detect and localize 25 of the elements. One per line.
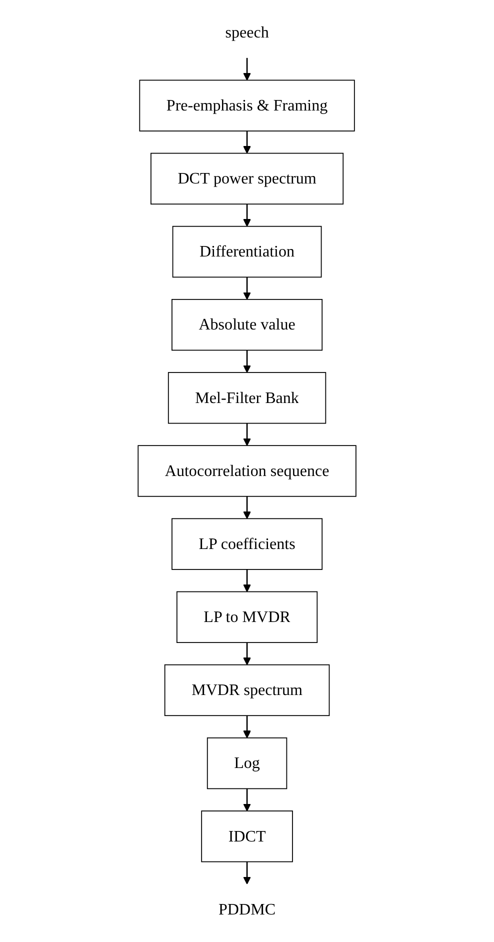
node-box: Absolute value	[171, 299, 322, 351]
arrow	[243, 642, 251, 666]
node-text: speech	[225, 23, 269, 42]
node-box: DCT power spectrum	[150, 152, 344, 205]
arrow	[243, 131, 251, 154]
node-box: Log	[206, 737, 288, 790]
node-box: IDCT	[201, 810, 293, 862]
arrow	[243, 716, 251, 738]
node-box: LP coefficients	[171, 518, 322, 570]
node-box: MVDR spectrum	[164, 664, 330, 716]
arrow	[243, 277, 251, 300]
arrow	[243, 350, 251, 373]
node-box: Pre-emphasis & Framing	[139, 80, 355, 132]
arrow	[243, 788, 251, 812]
arrow	[243, 862, 251, 884]
node-box: Autocorrelation sequence	[138, 445, 356, 497]
node-text: PDDMC	[218, 900, 276, 918]
arrow	[243, 569, 251, 592]
arrow	[243, 496, 251, 520]
arrow	[243, 204, 251, 227]
node-box: Differentiation	[172, 226, 322, 278]
node-box: Mel-Filter Bank	[168, 372, 326, 424]
arrow	[243, 423, 251, 446]
arrow	[243, 58, 251, 81]
node-box: LP to MVDR	[176, 591, 318, 643]
